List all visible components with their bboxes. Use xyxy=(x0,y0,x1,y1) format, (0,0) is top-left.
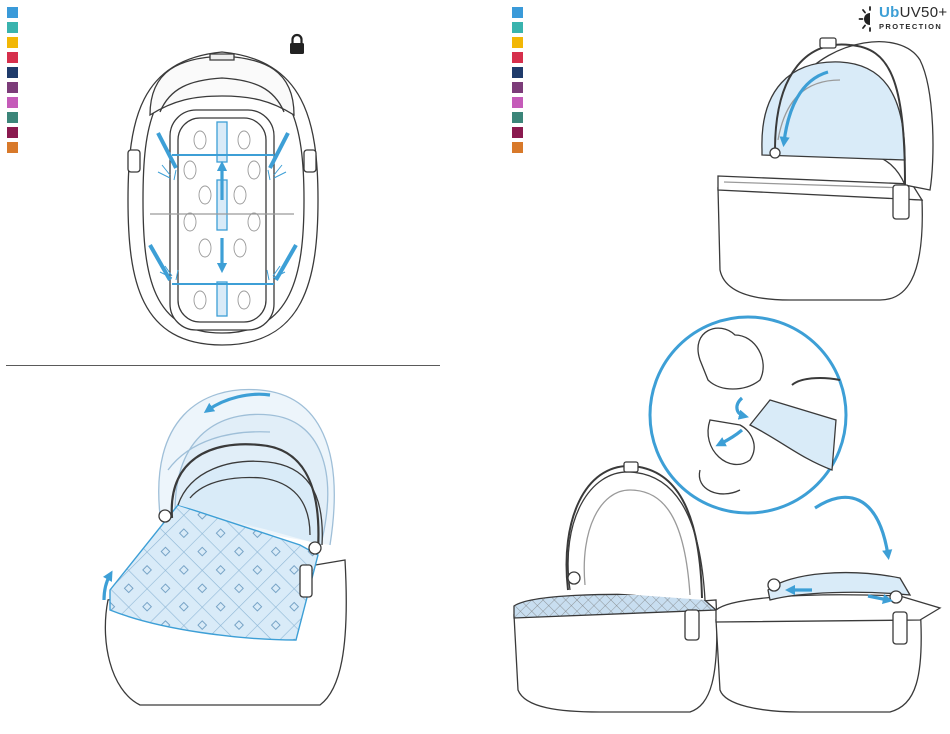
illustration-hood-folding xyxy=(105,390,346,705)
illustration-canopy-extension xyxy=(718,38,933,300)
